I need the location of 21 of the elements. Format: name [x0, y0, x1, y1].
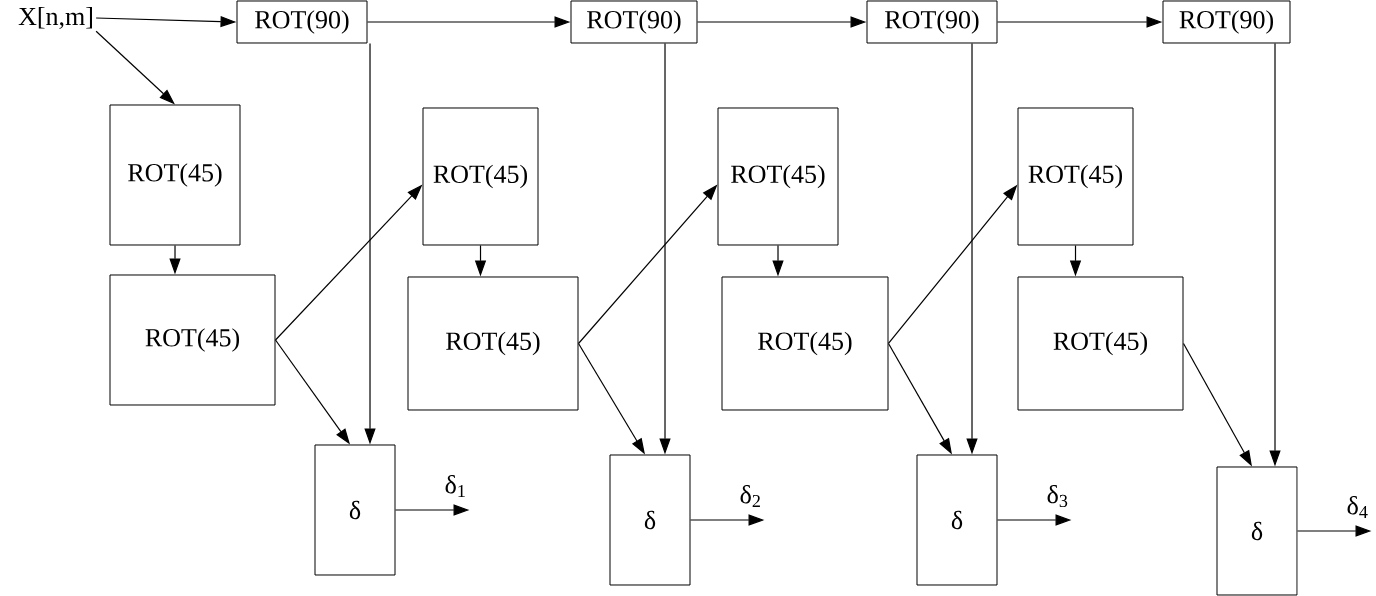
process-box: ROT(45): [407, 276, 579, 411]
process-box: ROT(45): [1017, 107, 1134, 246]
delta-box: δ: [1216, 466, 1298, 596]
process-box: ROT(90): [236, 0, 368, 44]
process-box: ROT(45): [721, 276, 889, 411]
process-box: ROT(45): [109, 104, 241, 246]
edge-label: δ$_{3}$: [1047, 484, 1068, 508]
process-box: ROT(90): [1162, 0, 1291, 44]
input-label: X[n,m]: [18, 7, 92, 29]
process-box: ROT(45): [422, 107, 539, 246]
edge-label: δ$_{2}$: [740, 485, 760, 507]
delta-box: δ: [609, 454, 691, 586]
edge-label: δ$_{4}$: [1347, 496, 1368, 518]
process-box: ROT(90): [866, 0, 998, 44]
process-box: ROT(45): [109, 274, 276, 406]
process-box: ROT(45): [717, 107, 839, 246]
edge-label: δ$_{1}$: [445, 475, 465, 497]
delta-box: δ: [916, 454, 998, 586]
delta-box: δ: [314, 444, 396, 576]
process-box: ROT(45): [1017, 276, 1184, 411]
process-box: ROT(90): [570, 0, 698, 44]
